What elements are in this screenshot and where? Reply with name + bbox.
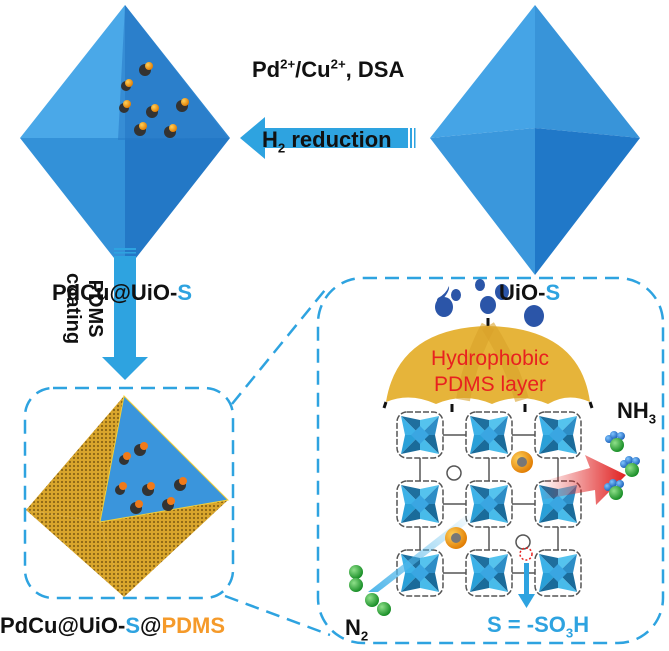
zr-cluster-node (465, 411, 513, 459)
zoom-connector-top (231, 289, 326, 405)
zr-cluster-node (534, 549, 582, 597)
nh3-outflow-arrow (540, 455, 626, 505)
nh3-molecules (604, 431, 640, 500)
step1-arrow (240, 117, 416, 159)
pore-ring (446, 465, 462, 481)
zr-cluster-node (534, 411, 582, 459)
pdcu-uio-s-octahedron (20, 5, 230, 272)
zr-cluster-node (396, 480, 444, 528)
step1-condition: H2 reduction (262, 127, 392, 156)
pdcu-cluster-pore (445, 451, 533, 549)
zoom-source-box (23, 386, 235, 600)
zr-cluster-node (396, 411, 444, 459)
final-material-label: PdCu@UiO-S@PDMS (0, 613, 226, 638)
n2-molecules (349, 565, 391, 616)
nh3-label: NH3 (617, 398, 657, 427)
nh3-molecule (605, 431, 625, 452)
pdms-umbrella (382, 318, 594, 412)
uio-framework (396, 411, 582, 597)
start-material-label: UiO-S (499, 280, 561, 305)
zr-cluster-node (465, 480, 513, 528)
step1-reagents: Pd2+/Cu2+, DSA (252, 56, 405, 82)
step2-arrow (102, 248, 148, 380)
pdcu-clusters (119, 62, 189, 138)
water-drops (435, 279, 544, 327)
nh3-molecule (620, 456, 640, 477)
uio-s-octahedron (430, 5, 640, 275)
nh3-molecule (604, 479, 624, 500)
zoom-connector-bottom (224, 594, 331, 637)
so3h-pointer-arrow (518, 563, 535, 608)
zoom-panel-box (316, 276, 665, 645)
pdcu-clusters-coated (115, 442, 187, 514)
intermediate-label: PdCu@UiO-S (52, 280, 193, 305)
pdms-coated-octahedron (26, 394, 230, 597)
step2-label: PDMS coating (62, 273, 106, 345)
sulfonic-legend: S = -SO3H (487, 612, 590, 641)
umbrella-label: Hydrophobic PDMS layer (431, 347, 549, 396)
so3h-group-marker (519, 547, 533, 561)
n2-label: N2 (345, 615, 369, 644)
pore-ring (515, 534, 531, 550)
zr-cluster-node (465, 549, 513, 597)
